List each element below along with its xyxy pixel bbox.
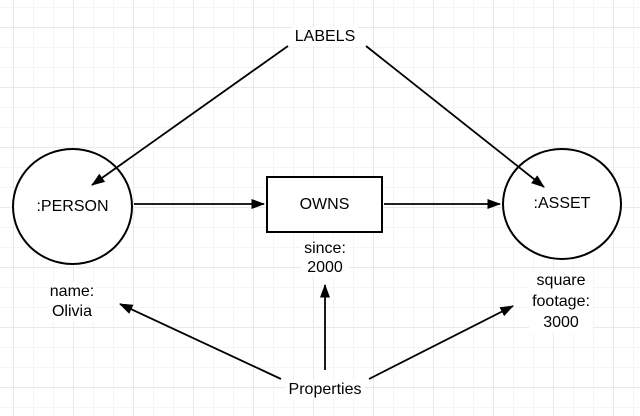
properties-annotation: Properties xyxy=(285,380,365,399)
asset-property-key-line1: square xyxy=(536,272,586,289)
asset-property-key-line2: footage: xyxy=(532,293,590,310)
person-property-value: Olivia xyxy=(51,303,92,320)
person-property-key: name: xyxy=(49,283,95,300)
owns-relationship-label: OWNS xyxy=(299,195,350,213)
asset-property-value: 3000 xyxy=(543,314,579,331)
owns-relationship-box: OWNS xyxy=(266,176,383,233)
asset-node: :ASSET xyxy=(502,148,622,260)
owns-property-key: since: xyxy=(304,240,346,257)
person-node: :PERSON xyxy=(12,148,133,265)
edge-labels-to-person xyxy=(91,45,289,186)
edge-properties-to-asset-props xyxy=(368,305,514,380)
owns-properties-text: since: 2000 xyxy=(301,239,349,277)
labels-annotation: LABELS xyxy=(291,27,359,46)
edge-properties-to-person-props xyxy=(119,303,282,380)
owns-property-value: 2000 xyxy=(307,259,343,276)
asset-properties-text: square footage: 3000 xyxy=(529,270,593,333)
person-properties-text: name: Olivia xyxy=(46,282,98,322)
asset-node-label: :ASSET xyxy=(533,195,591,212)
person-node-label: :PERSON xyxy=(36,197,109,215)
